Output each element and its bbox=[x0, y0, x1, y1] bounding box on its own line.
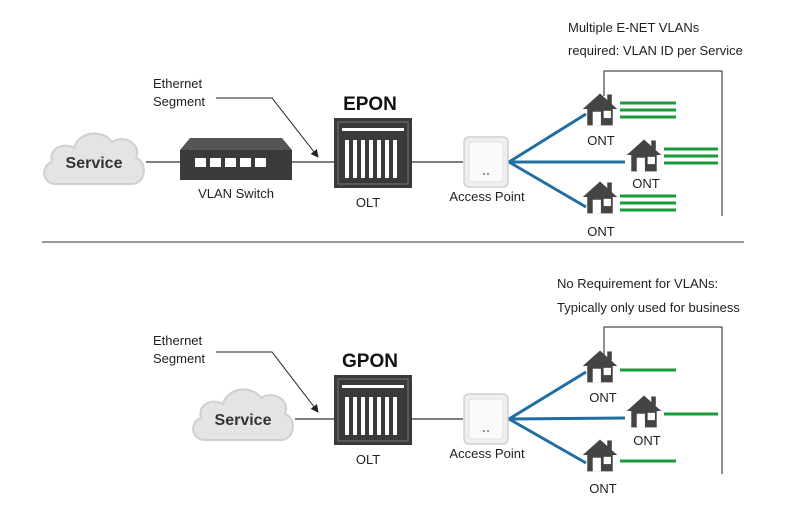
access-point-icon bbox=[463, 393, 509, 445]
access-point-icon bbox=[463, 136, 509, 188]
house-icon bbox=[626, 395, 662, 428]
ont-label: ONT bbox=[587, 224, 615, 239]
gpon-section: Service Ethernet Segment GPON OLT Access… bbox=[153, 276, 740, 496]
ont-label: ONT bbox=[587, 133, 615, 148]
fiber-links bbox=[508, 370, 626, 465]
service-label: Service bbox=[66, 155, 123, 172]
ethernet-label-line1: Ethernet bbox=[153, 333, 203, 348]
house-icon bbox=[626, 139, 662, 172]
note-line-2: required: VLAN ID per Service bbox=[568, 43, 743, 58]
ont-label: ONT bbox=[632, 176, 660, 191]
olt-icon bbox=[334, 375, 412, 445]
ont-label: ONT bbox=[589, 390, 617, 405]
ont-label: ONT bbox=[589, 481, 617, 496]
service-cloud-top: Service bbox=[43, 132, 145, 185]
access-point-label: Access Point bbox=[449, 189, 525, 204]
note-bracket bbox=[603, 326, 723, 474]
note-line-1: Multiple E-NET VLANs bbox=[568, 20, 700, 35]
epon-section: Service VLAN Switch Ethernet Segment EPO… bbox=[43, 20, 743, 239]
fiber-links bbox=[508, 112, 625, 209]
service-label: Service bbox=[215, 412, 272, 429]
ethernet-segment-arrow bbox=[216, 351, 319, 413]
service-cloud-bottom: Service bbox=[192, 388, 294, 441]
switch-label: VLAN Switch bbox=[198, 186, 274, 201]
access-point-label: Access Point bbox=[449, 446, 525, 461]
house-icon bbox=[582, 350, 618, 383]
house-icon bbox=[582, 439, 618, 472]
pon-label: EPON bbox=[343, 94, 397, 115]
note-line-1: No Requirement for VLANs: bbox=[557, 276, 718, 291]
pon-label: GPON bbox=[342, 351, 398, 372]
service-lines bbox=[620, 368, 718, 463]
ethernet-segment-arrow bbox=[216, 97, 319, 158]
olt-label: OLT bbox=[356, 452, 380, 467]
olt-icon bbox=[334, 118, 412, 188]
service-lines bbox=[620, 101, 718, 212]
ethernet-label-line1: Ethernet bbox=[153, 76, 203, 91]
house-icon bbox=[582, 93, 618, 126]
ethernet-label-line2: Segment bbox=[153, 351, 205, 366]
note-line-2: Typically only used for business bbox=[557, 300, 740, 315]
olt-label: OLT bbox=[356, 195, 380, 210]
vlan-switch-icon bbox=[180, 138, 292, 180]
house-icon bbox=[582, 181, 618, 214]
ethernet-label-line2: Segment bbox=[153, 94, 205, 109]
ont-label: ONT bbox=[633, 433, 661, 448]
note-bracket bbox=[603, 70, 723, 216]
